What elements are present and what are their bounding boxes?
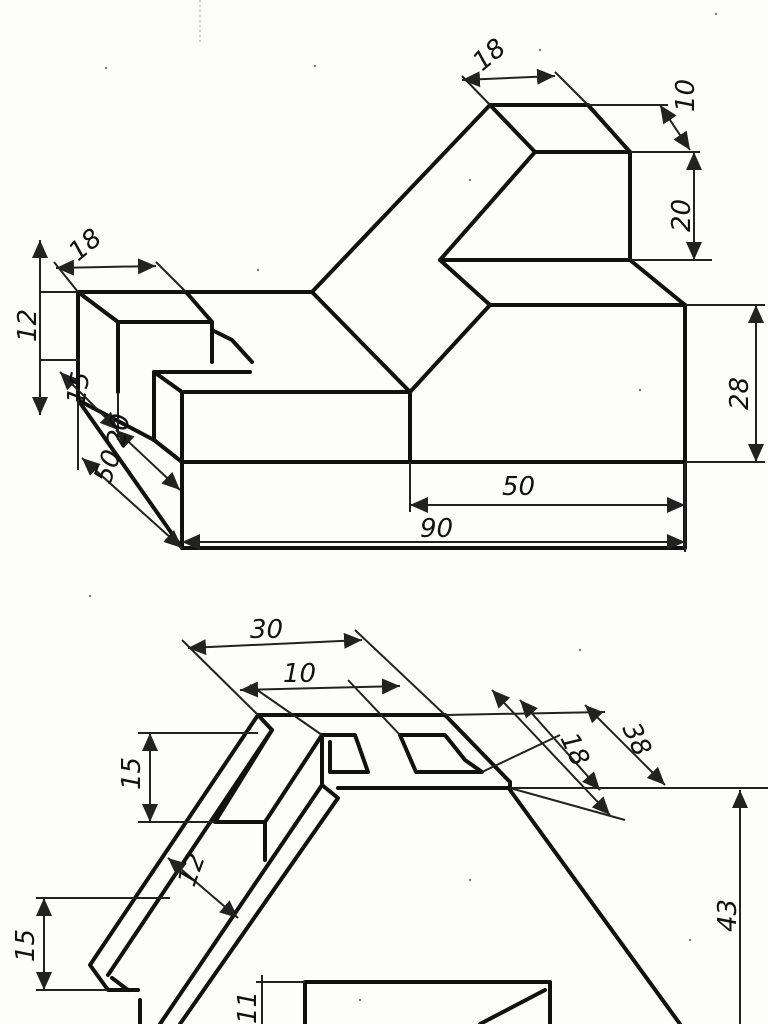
dim-left-height: 12 xyxy=(13,309,43,342)
dim-length-inner: 50 xyxy=(502,472,535,502)
dim-window-height: 11 xyxy=(233,991,263,1024)
dim-total-height: 43 xyxy=(713,899,743,932)
lower-part-dimensions xyxy=(36,629,768,1024)
dim-slot-width: 10 xyxy=(283,659,316,689)
dim-left-offset: 15 xyxy=(61,369,96,407)
dim-right-height: 28 xyxy=(725,377,755,410)
dim-upper-height: 20 xyxy=(667,199,697,232)
upper-part-outline xyxy=(76,103,687,550)
dim-left-width: 18 xyxy=(63,223,108,267)
upper-part-dimensions xyxy=(32,68,765,552)
dim-depth: 50 xyxy=(88,446,128,487)
dim-left-step: 20 xyxy=(101,411,136,449)
dim-length-total: 90 xyxy=(420,514,453,544)
dim-step-height: 15 xyxy=(117,757,147,790)
dim-arm-height: 15 xyxy=(11,929,41,962)
dim-arm-thickness: 12 xyxy=(172,849,212,890)
dim-top-width: 18 xyxy=(467,33,512,77)
dim-top-width-lower: 30 xyxy=(250,615,283,645)
dim-overall-depth: 38 xyxy=(616,718,657,761)
paper-speckles xyxy=(88,0,718,1002)
dim-top-step: 10 xyxy=(671,79,701,112)
